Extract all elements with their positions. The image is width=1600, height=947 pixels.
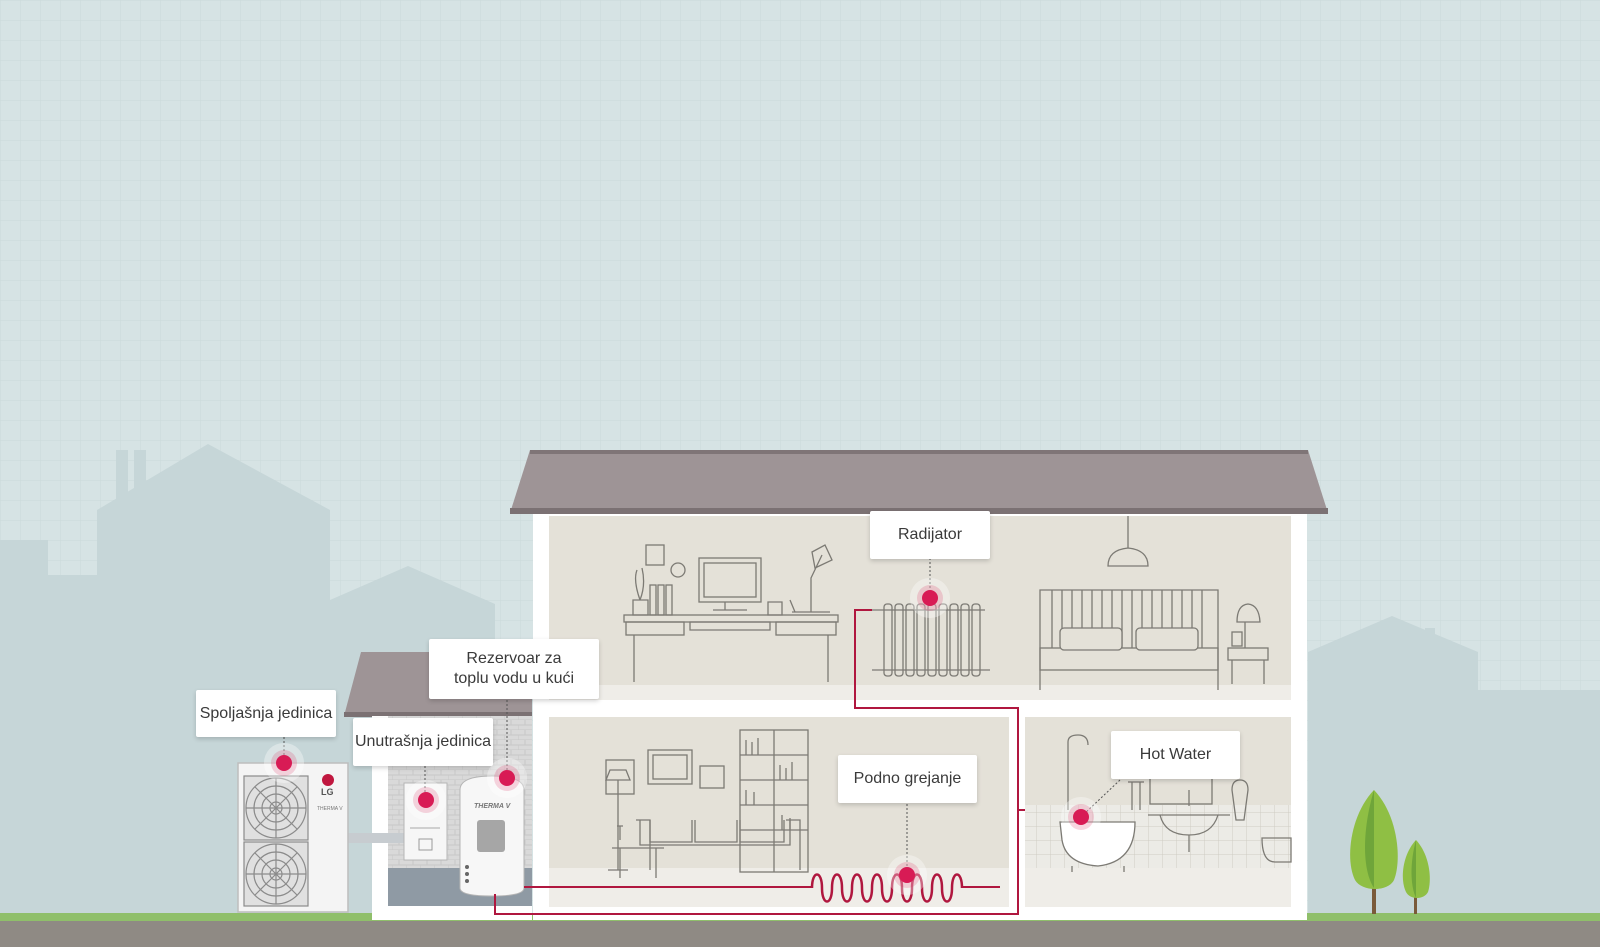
- main-roof: [510, 450, 1328, 514]
- outdoor-unit: [237, 762, 349, 913]
- floor-heating-label: Podno grejanje: [853, 770, 962, 787]
- radiator-label: Radijator: [897, 526, 963, 543]
- hot-water-tank-hotspot[interactable]: [499, 770, 515, 786]
- outdoor-unit-model: THERMA V: [317, 806, 343, 812]
- tank-brand: THERMA V: [474, 803, 511, 810]
- callout-radiator: Radijator: [870, 511, 990, 559]
- upper-room-furniture: [623, 516, 1269, 690]
- callout-floor-heating: Podno grejanje: [838, 755, 977, 803]
- hot-water-hotspot[interactable]: [1073, 809, 1089, 825]
- hot-water-tank: [459, 775, 525, 897]
- outdoor-unit-logo: LG: [321, 787, 334, 797]
- radiator-hotspot[interactable]: [922, 590, 938, 606]
- hot-water-label: Hot Water: [1139, 746, 1212, 763]
- refrigerant-pipe: [348, 833, 404, 843]
- tank-label-line2: toplu vodu u kući: [453, 670, 575, 687]
- indoor-unit-label: Unutrašnja jedinica: [354, 733, 492, 750]
- outdoor-unit-label: Spoljašnja jedinica: [199, 704, 333, 722]
- callout-leaders: [283, 558, 1121, 868]
- living-room-furniture: [605, 729, 809, 878]
- callout-hot-water: Hot Water: [1111, 731, 1240, 779]
- callout-outdoor-unit: Spoljašnja jedinica: [196, 690, 336, 737]
- trees: [1350, 790, 1430, 914]
- bathroom-fixtures: [1025, 734, 1292, 872]
- tank-label-line1: Rezervoar za: [466, 650, 562, 667]
- indoor-unit-hotspot[interactable]: [418, 792, 434, 808]
- callout-hot-water-tank: Rezervoar za toplu vodu u kući: [429, 639, 599, 699]
- outdoor-unit-hotspot[interactable]: [276, 755, 292, 771]
- floor-heating-hotspot[interactable]: [899, 867, 915, 883]
- callout-indoor-unit: Unutrašnja jedinica: [353, 718, 493, 766]
